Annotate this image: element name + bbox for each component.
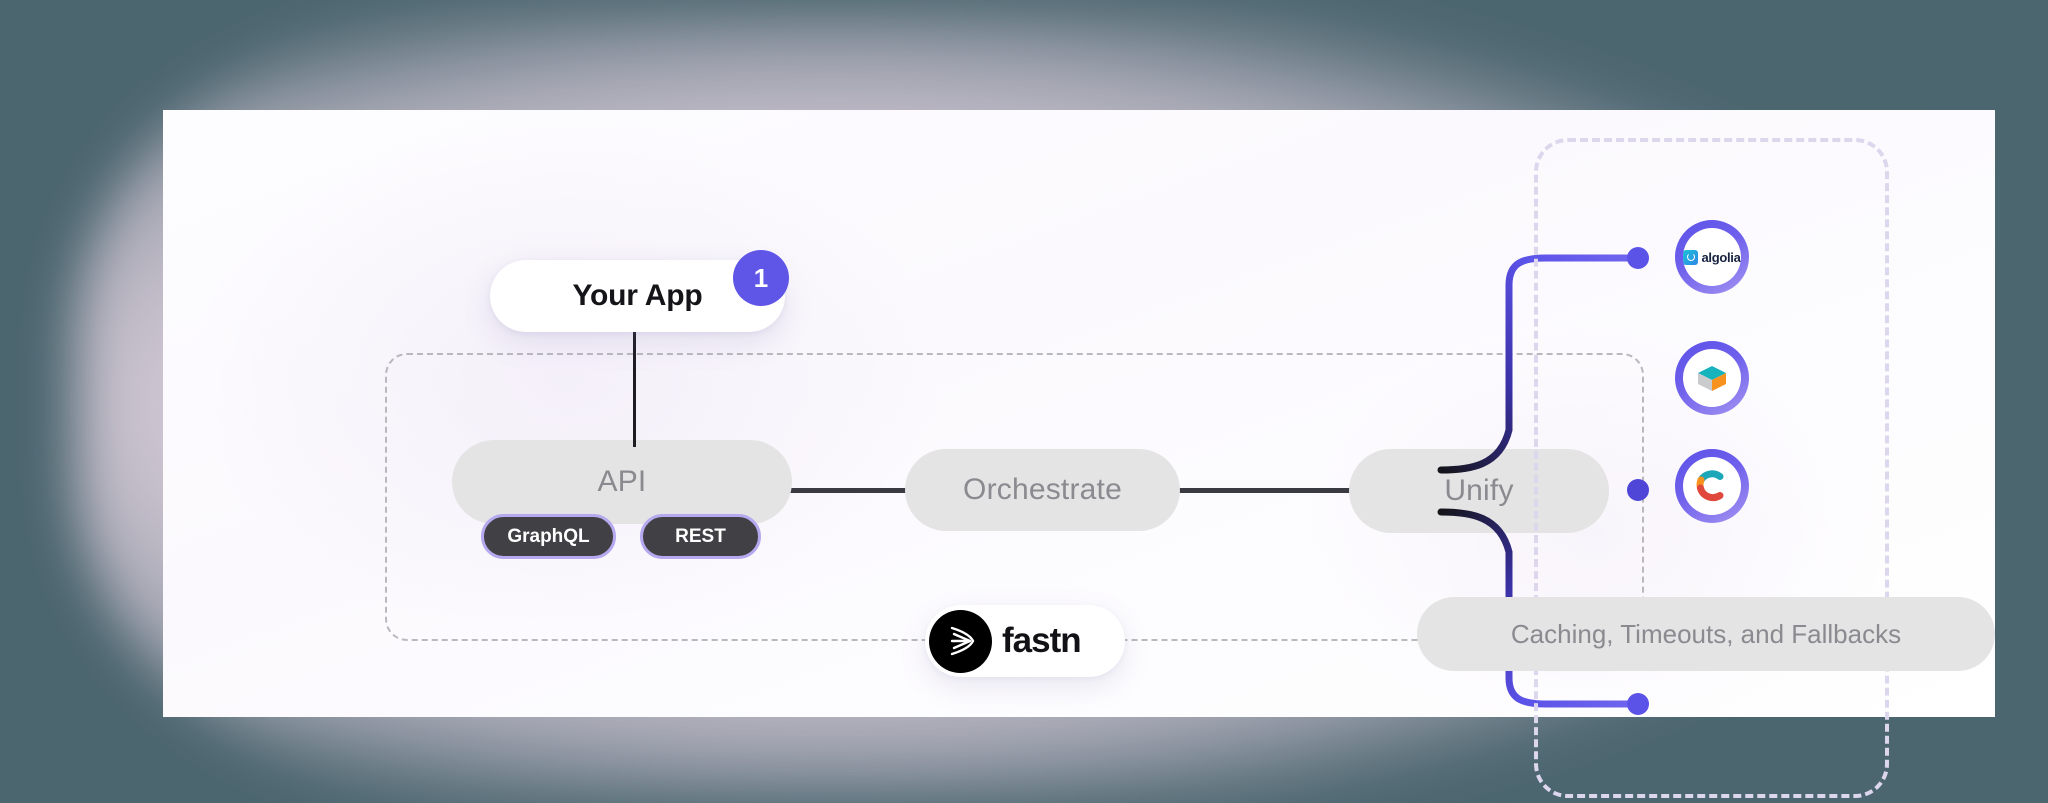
your-app-label: Your App (572, 279, 703, 312)
node-unify[interactable]: Unify (1349, 449, 1609, 533)
caching-feature-pill[interactable]: Caching, Timeouts, and Fallbacks (1417, 597, 1995, 671)
letter-c-icon (1696, 470, 1724, 502)
connector-api-orchestrate (789, 488, 911, 493)
fastn-arrow-icon (929, 609, 992, 673)
node-orchestrate[interactable]: Orchestrate (905, 449, 1180, 531)
integration-smartsheet[interactable] (1675, 341, 1749, 415)
integration-algolia[interactable]: algolia (1675, 220, 1749, 294)
cube-stack-icon (1698, 366, 1726, 391)
integration-smartsheet-inner (1683, 349, 1741, 407)
connector-orchestrate-unify (1177, 488, 1355, 493)
node-orchestrate-label: Orchestrate (963, 473, 1122, 506)
integration-clari-inner (1683, 457, 1741, 515)
caching-feature-label: Caching, Timeouts, and Fallbacks (1510, 618, 1902, 649)
fastn-wordmark: fastn (1002, 621, 1082, 660)
fastn-brand-badge[interactable]: fastn (925, 605, 1125, 677)
step-badge-1: 1 (733, 250, 789, 306)
node-unify-label: Unify (1444, 474, 1514, 507)
node-api[interactable]: API (452, 440, 792, 524)
algolia-icon: algolia (1683, 249, 1741, 265)
connector-yourapp-api (633, 332, 636, 447)
algolia-mark-icon (1683, 249, 1699, 265)
protocol-pill-graphql[interactable]: GraphQL (481, 514, 616, 559)
protocol-pill-graphql-label: GraphQL (507, 525, 590, 547)
integration-clari[interactable] (1675, 449, 1749, 523)
protocol-pill-rest[interactable]: REST (640, 514, 761, 559)
integration-algolia-inner: algolia (1683, 228, 1741, 286)
node-api-label: API (597, 465, 647, 498)
protocol-pill-rest-label: REST (675, 525, 726, 547)
your-app-node[interactable]: Your App 1 (490, 250, 789, 332)
algolia-wordmark: algolia (1701, 249, 1741, 265)
